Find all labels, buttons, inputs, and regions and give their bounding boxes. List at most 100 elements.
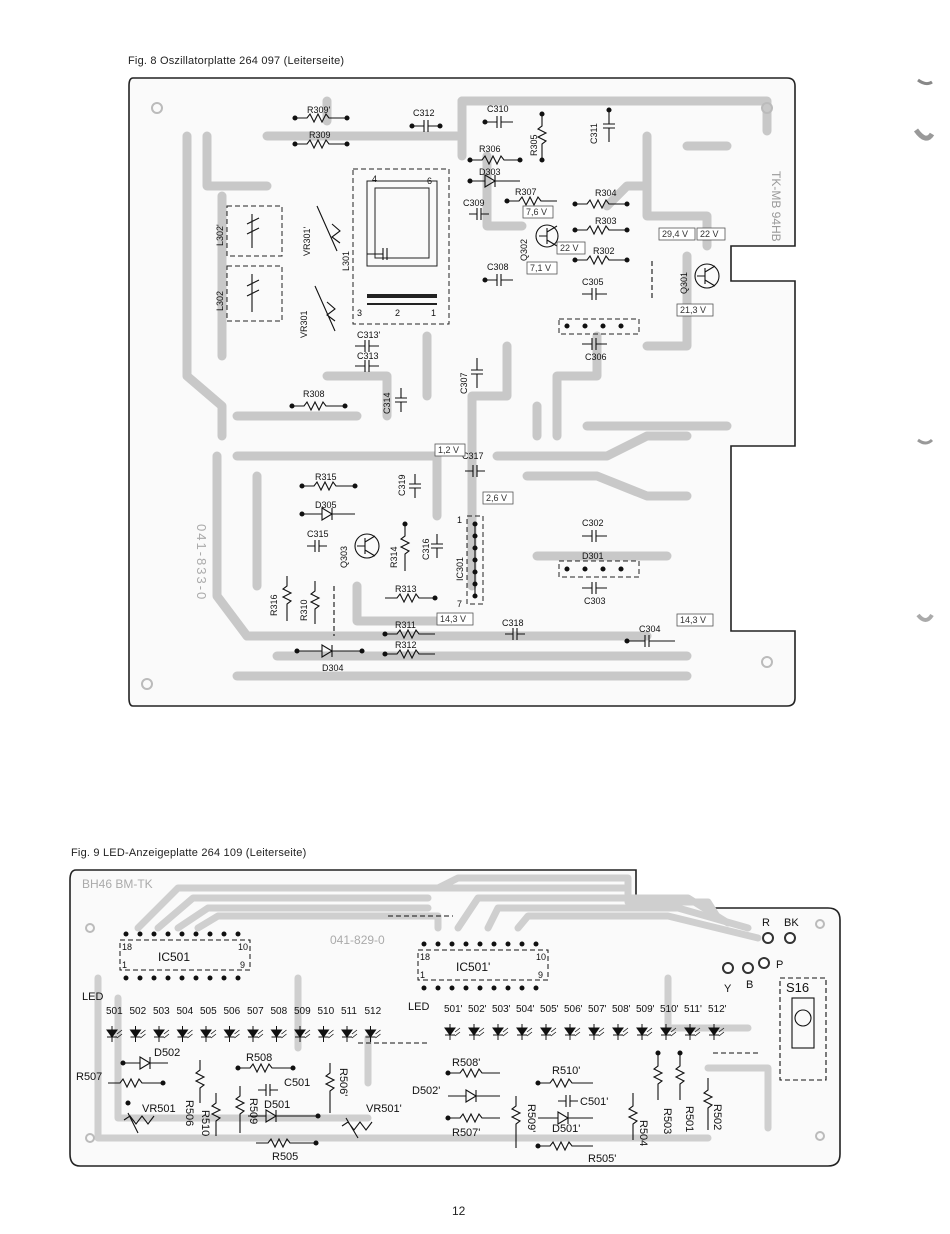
label-R503: R503 [661,1108,673,1134]
label-D502p: D502' [412,1085,440,1097]
led-emission-icon [328,1029,334,1039]
board9-component-labels: D502 R507 R506 R508 C501 R509 R506' VR50… [76,980,809,1165]
led-emission-icon [718,1027,725,1037]
ic501-pin-10: 10 [238,942,248,952]
board8-mount-holes [141,102,773,690]
board9-outline [69,869,841,1167]
board8-traces [182,96,772,681]
led-emission-icon [234,1029,240,1039]
label-C308: C308 [487,262,509,272]
label-R504: R504 [637,1120,649,1146]
led-emission-icon [598,1027,605,1037]
led-diode-icon [612,1024,624,1040]
led-label: 512 [365,1006,382,1017]
board9-wire-labels: R BK Y B P [724,917,799,995]
voltage-label: 1,2 V [438,445,459,455]
label-C317: C317 [462,451,484,461]
ic501-label: IC501 [158,950,190,964]
label-D305: D305 [315,500,337,510]
label-R314: R314 [389,546,399,568]
voltage-label: 14,3 V [680,615,706,625]
board9-mount-holes [85,919,825,1143]
label-C315: C315 [307,529,329,539]
led-diode-icon [516,1024,528,1040]
label-C501p: C501' [580,1096,608,1108]
label-R506p: R506' [337,1068,349,1096]
led-diode-icon [540,1024,552,1040]
label-R307: R307 [515,187,537,197]
led-label: 505 [200,1006,217,1017]
label-D501: D501 [264,1099,290,1111]
led-right-row: 501'502'503'504'505'506'507'508'509'510'… [444,1004,727,1040]
led-label: 503 [153,1006,170,1017]
led-emission-icon [210,1029,217,1039]
label-VR501: VR501 [142,1103,176,1115]
label-R502: R502 [711,1104,723,1130]
label-C319: C319 [397,474,407,496]
wire-label: P [776,959,783,971]
label-IC301: IC301 [455,557,465,581]
led-emission-icon [375,1029,381,1039]
label-C313p: C313' [357,330,381,340]
led-label: 512' [708,1004,727,1015]
wire-label: R [762,917,770,929]
label-VR301: VR301 [299,310,309,338]
label-R305: R305 [529,134,539,156]
led-emission-icon [694,1027,701,1037]
label-C302: C302 [582,518,604,528]
label-D501p: D501' [552,1123,580,1135]
label-L301: L301 [341,251,351,271]
led-diode-icon [270,1026,283,1042]
label-R508p: R508' [452,1057,480,1069]
led-diode-icon [468,1024,480,1040]
led-label: 502' [468,1004,487,1015]
led-label: 511 [341,1006,357,1017]
label-R509: R509 [247,1098,259,1124]
ic501p-pin-10: 10 [536,952,546,962]
wire-label: B [746,979,753,991]
ic501p-pin-18: 18 [420,952,430,962]
led-diode-icon [153,1026,165,1042]
board9-code: BH46 BM-TK [82,877,153,891]
voltage-label: 29,4 V [662,229,688,239]
fig9-caption: Fig. 9 LED-Anzeigeplatte 264 109 (Leiter… [71,847,307,859]
label-R316: R316 [269,594,279,616]
led-diode-icon [364,1026,377,1042]
led-diode-icon [708,1024,720,1040]
label-R509p: R509' [525,1104,537,1132]
board8-voltage-readings: 7,6 V 22 V 7,1 V 29,4 V 22 V 21,3 V 1,2 … [434,205,726,627]
led-diode-icon [444,1024,456,1040]
label-R309: R309 [309,130,331,140]
label-R312: R312 [395,640,417,650]
ic501-pin-9: 9 [240,960,245,970]
label-R507p: R507' [452,1127,480,1139]
label-D301: D301 [582,551,604,561]
led-emission-icon [281,1029,287,1039]
label-VR301p: VR301' [302,226,312,256]
label-C305: C305 [582,277,604,287]
margin-binder-marks [913,78,935,622]
voltage-label: 7,1 V [530,263,551,273]
led-emission-icon [163,1029,170,1039]
led-emission-icon [622,1027,629,1037]
pin-label: 4 [372,174,377,184]
label-R505p: R505' [588,1153,616,1165]
board8-pin-numbers: 4 6 3 2 1 1 7 [357,174,462,609]
led-prefix-left: LED [82,991,103,1003]
led-diode-icon [636,1024,648,1040]
label-C307: C307 [459,372,469,394]
led-label: 501 [106,1006,123,1017]
label-R501: R501 [683,1106,695,1132]
l301-transformer [366,180,438,305]
label-R311: R311 [395,620,416,630]
label-C316: C316 [421,538,431,560]
led-emission-icon [526,1027,533,1037]
label-R313: R313 [395,584,417,594]
page-number: 12 [452,1204,466,1218]
led-diode-icon [223,1026,236,1042]
label-R507: R507 [76,1071,102,1083]
label-C314: C314 [382,392,392,414]
led-emission-icon [187,1029,193,1039]
voltage-label: 21,3 V [680,305,706,315]
led-emission-icon [550,1027,557,1037]
